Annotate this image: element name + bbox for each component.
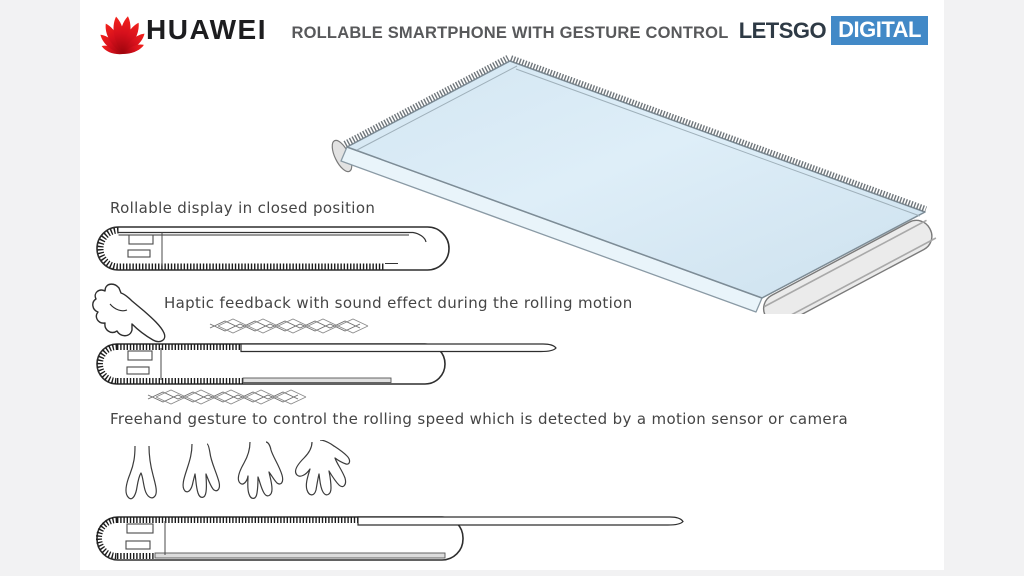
gesture-hands-icon: [125, 440, 351, 500]
sound-waves-top-icon: [209, 318, 369, 334]
figure2-partially-open-cross-section: [96, 343, 557, 385]
sound-waves-bottom-icon: [147, 389, 307, 405]
figure3-caption: Freehand gesture to control the rolling …: [110, 410, 849, 428]
figure2-caption: Haptic feedback with sound effect during…: [164, 294, 633, 312]
figure3-fully-open-cross-section: [96, 516, 684, 561]
page-title: ROLLABLE SMARTPHONE WITH GESTURE CONTROL: [291, 24, 729, 42]
rollable-phone-render: [331, 55, 937, 314]
site-logo-left: LETSGO: [738, 17, 827, 43]
huawei-flower-icon: [100, 16, 145, 55]
figure1-closed-cross-section: [96, 226, 450, 271]
content-panel: HUAWEI ROLLABLE SMARTPHONE WITH GESTURE …: [80, 0, 944, 570]
pointing-hand-icon: [92, 283, 166, 343]
site-logo-right: DIGITAL: [831, 16, 928, 45]
brand-wordmark: HUAWEI: [146, 14, 267, 45]
figure1-caption: Rollable display in closed position: [110, 199, 376, 217]
